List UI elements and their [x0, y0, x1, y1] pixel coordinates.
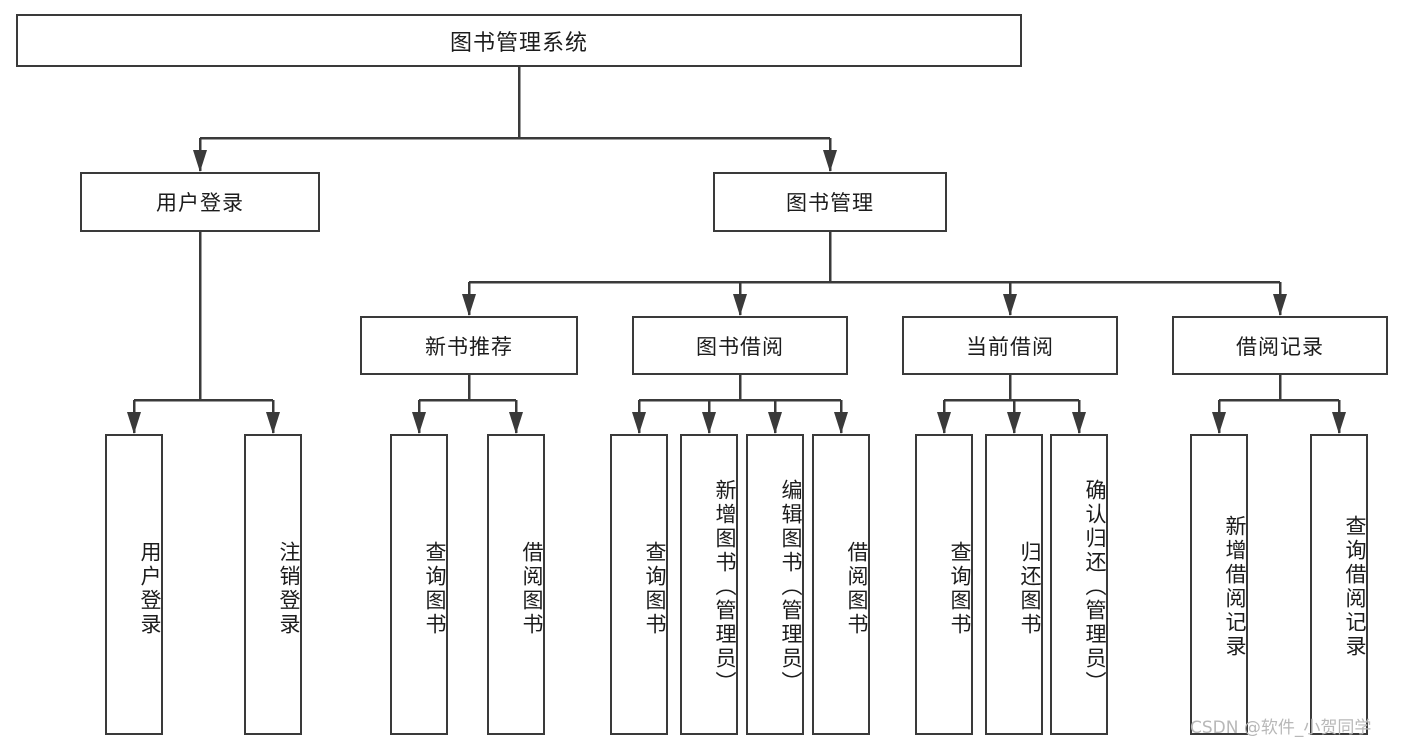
node-l10[interactable]: 归还图书: [985, 434, 1043, 735]
node-l5[interactable]: 查询图书: [610, 434, 668, 735]
node-l4[interactable]: 借阅图书: [487, 434, 545, 735]
node-l11[interactable]: 确认归还（管理员）: [1050, 434, 1108, 735]
node-newrec[interactable]: 新书推荐: [360, 316, 578, 375]
node-l13[interactable]: 查询借阅记录: [1310, 434, 1368, 735]
node-records[interactable]: 借阅记录: [1172, 316, 1388, 375]
node-l6[interactable]: 新增图书（管理员）: [680, 434, 738, 735]
node-l1[interactable]: 用户登录: [105, 434, 163, 735]
node-current[interactable]: 当前借阅: [902, 316, 1118, 375]
node-l9[interactable]: 查询图书: [915, 434, 973, 735]
node-borrow[interactable]: 图书借阅: [632, 316, 848, 375]
node-l2[interactable]: 注销登录: [244, 434, 302, 735]
node-l3[interactable]: 查询图书: [390, 434, 448, 735]
node-l8[interactable]: 借阅图书: [812, 434, 870, 735]
node-bookmgr[interactable]: 图书管理: [713, 172, 947, 232]
node-root[interactable]: 图书管理系统: [16, 14, 1022, 67]
node-l12[interactable]: 新增借阅记录: [1190, 434, 1248, 735]
node-login[interactable]: 用户登录: [80, 172, 320, 232]
watermark-label: CSDN @软件_小贺同学: [1190, 718, 1372, 738]
node-l7[interactable]: 编辑图书（管理员）: [746, 434, 804, 735]
